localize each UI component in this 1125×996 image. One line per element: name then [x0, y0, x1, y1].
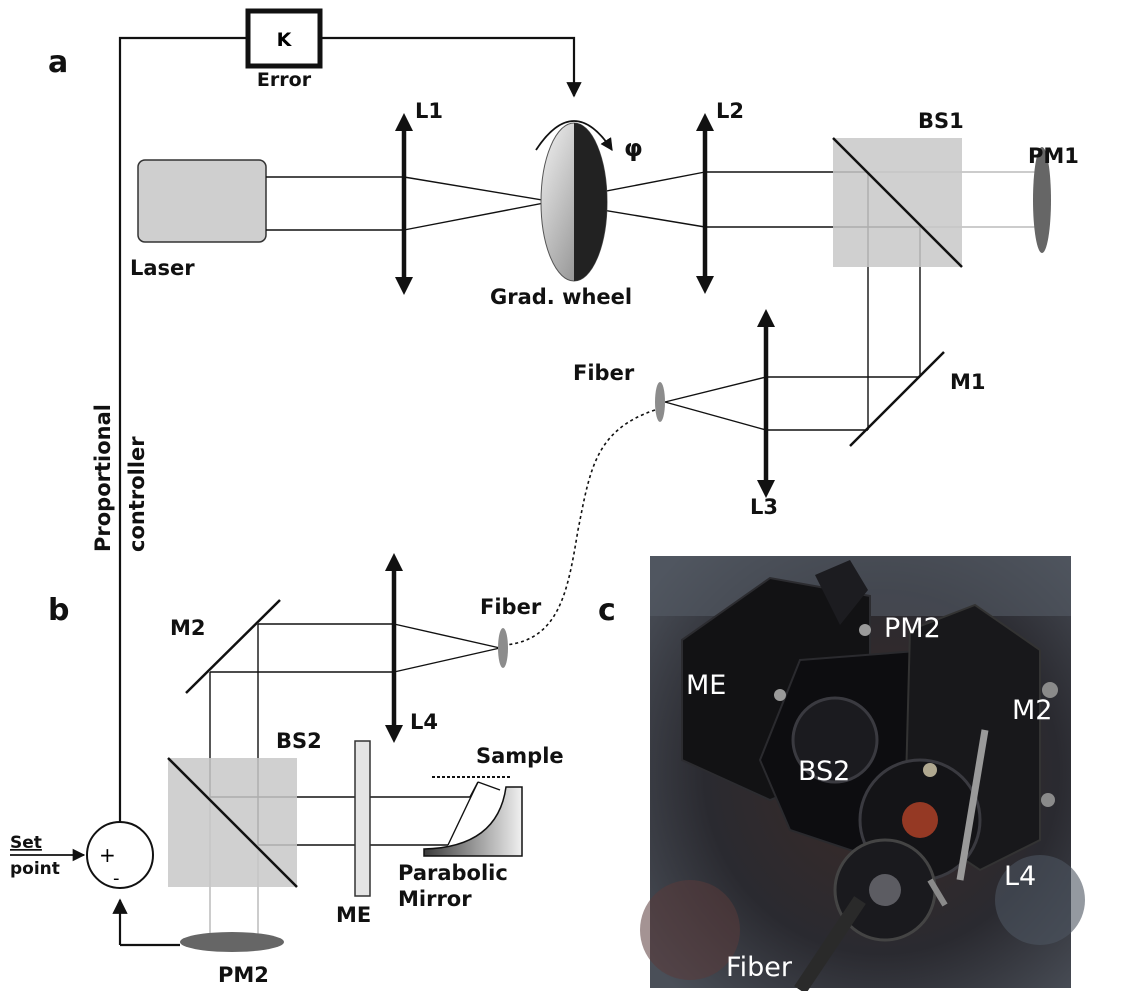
- gradient-wheel: [535, 120, 613, 282]
- fiber-end-b: [498, 628, 508, 668]
- power-meter-pm1: [1033, 147, 1051, 253]
- photo-label-me: ME: [686, 670, 726, 701]
- panel-a-label: a: [48, 45, 68, 80]
- photo-label-bs2: BS2: [798, 756, 850, 787]
- power-meter-pm2: [180, 932, 284, 952]
- laser-label: Laser: [130, 256, 195, 280]
- feedback-loop: [112, 36, 582, 947]
- plus-sign: +: [99, 843, 116, 867]
- phi-label: φ: [624, 134, 643, 162]
- me-label: ME: [336, 903, 371, 927]
- gain-symbol: K: [277, 29, 293, 51]
- error-block: K Error: [245, 8, 323, 91]
- minus-sign: -: [113, 868, 120, 889]
- set-point-label-1: Set: [10, 833, 42, 853]
- modulation-element-me: [354, 740, 371, 897]
- parabolic-label-1: Parabolic: [398, 861, 508, 885]
- svg-text:controller: controller: [125, 436, 149, 552]
- proportional-controller-label: Proportional controller: [91, 404, 149, 552]
- summing-junction: + -: [86, 821, 154, 889]
- mirror-m2: [185, 599, 281, 694]
- sample-label: Sample: [476, 744, 564, 768]
- setup-photo: [640, 556, 1085, 994]
- photo-label-pm2: PM2: [884, 613, 941, 644]
- rotation-arrow: [535, 120, 613, 152]
- photo-label-l4: L4: [1004, 861, 1036, 892]
- fiber-end-a: [655, 382, 665, 422]
- pm1-label: PM1: [1028, 144, 1079, 168]
- laser-box: [137, 159, 267, 243]
- panel-c-label: c: [598, 593, 616, 628]
- photo-label-m2: M2: [1012, 695, 1052, 726]
- m2-label: M2: [170, 616, 206, 640]
- photo-label-fiber: Fiber: [726, 952, 793, 983]
- parabolic-label-2: Mirror: [398, 887, 472, 911]
- bs2-label: BS2: [276, 729, 322, 753]
- set-point-label-2: point: [10, 859, 60, 879]
- m1-label: M1: [950, 370, 986, 394]
- lens-l1-label: L1: [415, 99, 443, 123]
- pm2-label: PM2: [218, 963, 269, 987]
- lens-l3-label: L3: [750, 495, 778, 519]
- fiber-cable: [504, 409, 656, 646]
- grad-wheel-label: Grad. wheel: [490, 285, 632, 309]
- gain-box: [245, 8, 323, 69]
- error-caption: Error: [257, 69, 312, 91]
- parabolic-mirror: [423, 786, 523, 857]
- bs1-label: BS1: [918, 109, 964, 133]
- svg-text:Proportional: Proportional: [91, 404, 115, 552]
- lens-l4-label: L4: [410, 710, 438, 734]
- panel-b-label: b: [48, 593, 69, 628]
- lens-l2-label: L2: [716, 99, 744, 123]
- fiber-label-b: Fiber: [480, 595, 542, 619]
- mirror-m1: [849, 351, 945, 447]
- fiber-label-a: Fiber: [573, 361, 635, 385]
